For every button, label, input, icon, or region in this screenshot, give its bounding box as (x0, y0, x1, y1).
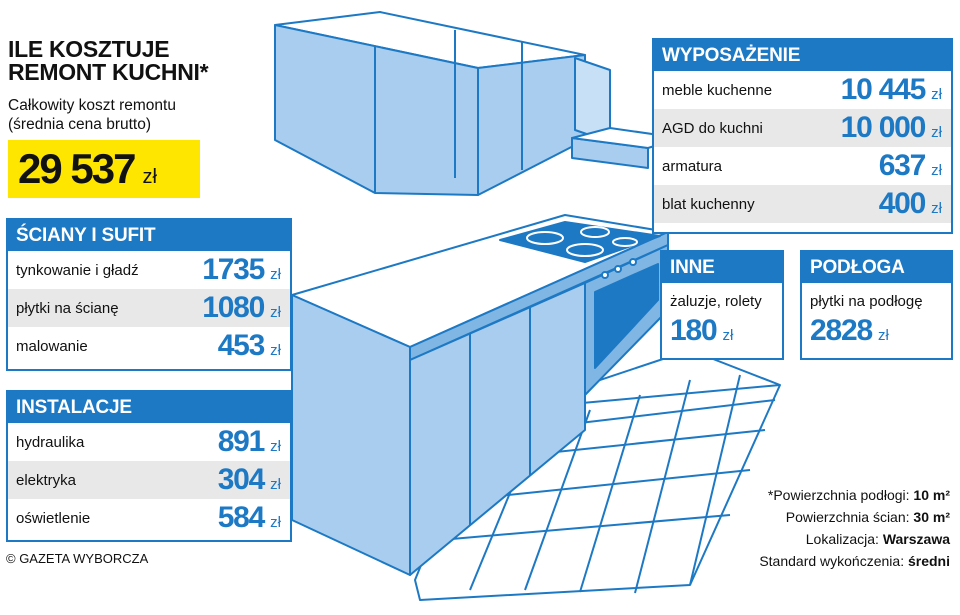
cost-row-label: płytki na ścianę (16, 299, 119, 317)
cost-row-label: oświetlenie (16, 509, 91, 527)
installations-title: INSTALACJE (8, 392, 290, 423)
cost-unit: zł (270, 342, 281, 359)
walls-ceiling-title: ŚCIANY I SUFIT (8, 220, 290, 251)
headline: ILE KOSZTUJE REMONT KUCHNI* (8, 36, 209, 85)
cost-amount: 180 (670, 314, 718, 347)
oven (584, 244, 669, 396)
cost-amount: 10 445 (840, 73, 927, 106)
cost-row: tynkowanie i gładź 1735 zł (8, 251, 290, 289)
cost-unit: zł (270, 514, 281, 531)
total-cost-box: 29 537 zł (8, 140, 200, 198)
note-value: 10 m² (913, 487, 950, 503)
note-floor-area: *Powierzchnia podłogi: 10 m² (759, 484, 950, 506)
other-label: żaluzje, rolety (670, 293, 762, 310)
cost-row-label: hydraulika (16, 433, 85, 451)
note-standard: Standard wykończenia: średni (759, 550, 950, 572)
cost-row-label: tynkowanie i gładź (16, 261, 139, 279)
note-value: 30 m² (913, 509, 950, 525)
cost-unit: zł (270, 438, 281, 455)
cost-row-label: AGD do kuchni (662, 119, 763, 137)
walls-ceiling-panel: ŚCIANY I SUFIT tynkowanie i gładź 1735 zł… (6, 218, 292, 371)
cost-unit: zł (931, 200, 942, 217)
footnotes: *Powierzchnia podłogi: 10 m² Powierzchni… (759, 484, 950, 572)
cost-row-label: elektryka (16, 471, 77, 489)
cost-amount: 400 (878, 187, 927, 220)
cost-unit: zł (270, 476, 281, 493)
cost-row-value: 1735 zł (202, 253, 281, 287)
cost-amount: 891 (217, 425, 266, 458)
note-location: Lokalizacja: Warszawa (759, 528, 950, 550)
cost-row: płytki na ścianę 1080 zł (8, 289, 290, 327)
floor-title: PODŁOGA (802, 252, 951, 283)
note-label: Powierzchnia ścian: (785, 509, 910, 525)
headline-line-2: REMONT KUCHNI* (8, 59, 209, 85)
subtitle-line-1: Całkowity koszt remontu (8, 97, 176, 114)
note-wall-area: Powierzchnia ścian: 30 m² (759, 506, 950, 528)
equipment-title: WYPOSAŻENIE (654, 40, 951, 71)
cost-unit: zł (722, 327, 734, 344)
subtitle: Całkowity koszt remontu (średnia cena br… (8, 96, 176, 134)
note-label: *Powierzchnia podłogi: (767, 487, 910, 503)
cost-amount: 584 (217, 501, 266, 534)
cost-amount: 10 000 (840, 111, 927, 144)
note-value: Warszawa (882, 531, 950, 547)
other-title: INNE (662, 252, 782, 283)
cost-unit: zł (931, 86, 942, 103)
total-cost-unit: zł (142, 166, 157, 188)
cooktop (499, 221, 661, 263)
cost-unit: zł (270, 266, 281, 283)
cost-row-value: 1080 zł (202, 291, 281, 325)
cost-amount: 1080 (202, 291, 265, 324)
cost-row-label: malowanie (16, 337, 88, 355)
cost-amount: 637 (878, 149, 927, 182)
total-cost-value: 29 537 (18, 145, 136, 192)
cost-row-label: armatura (662, 157, 723, 175)
cost-amount: 453 (217, 329, 266, 362)
headline-line-1: ILE KOSZTUJE (8, 36, 170, 62)
note-label: Standard wykończenia: (759, 553, 905, 569)
cost-row-label: blat kuchenny (662, 195, 755, 213)
cost-amount: 2828 (810, 314, 873, 347)
subtitle-line-2: (średnia cena brutto) (8, 116, 152, 133)
cost-unit: zł (931, 124, 942, 141)
cost-amount: 304 (217, 463, 266, 496)
note-label: Lokalizacja: (805, 531, 879, 547)
upper-cabinets (274, 11, 586, 196)
cost-unit: zł (931, 162, 942, 179)
source-credit: © GAZETA WYBORCZA (6, 551, 149, 566)
cost-unit: zł (270, 304, 281, 321)
cost-unit: zł (877, 327, 889, 344)
cost-row-label: meble kuchenne (662, 81, 773, 99)
note-value: średni (907, 553, 950, 569)
cost-amount: 1735 (202, 253, 265, 286)
floor-label: płytki na podłogę (810, 293, 923, 310)
